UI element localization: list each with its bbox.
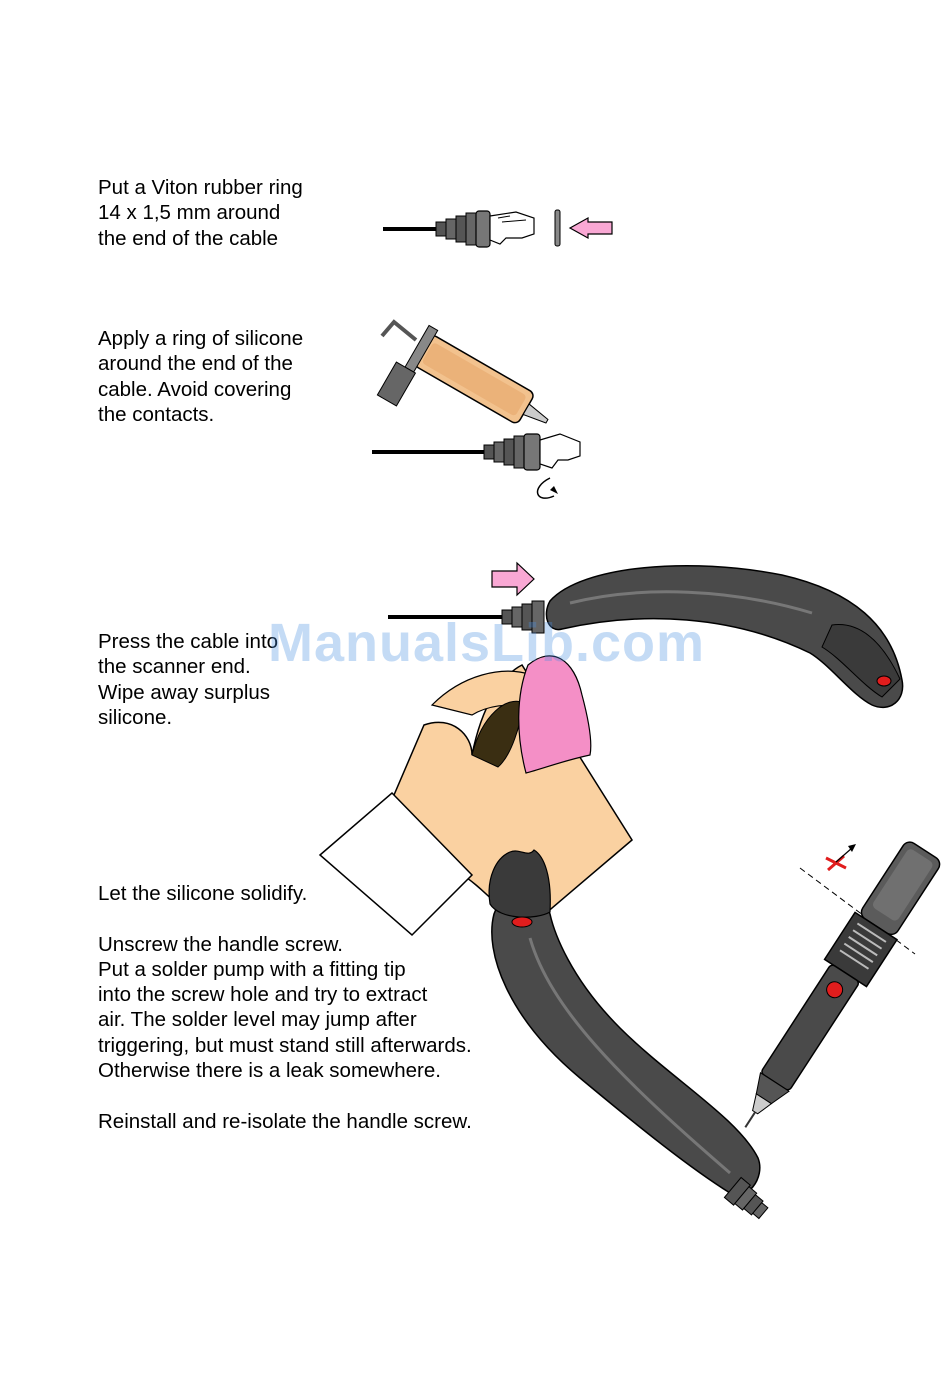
paragraph-gap (98, 1083, 472, 1108)
step-text-line: the end of the cable (98, 226, 279, 250)
arrow-left-icon (568, 216, 613, 240)
step-text-line: Wipe away surplus (98, 680, 271, 704)
step-text-line: Unscrew the handle screw. (98, 932, 343, 956)
sleeve-cuff (318, 791, 474, 937)
strain-relief (483, 435, 525, 469)
cable-ring-illustration (383, 209, 613, 248)
cut-line (799, 867, 916, 955)
solder-pump-illustration (488, 841, 941, 1220)
rj-plug (539, 433, 581, 469)
step-text-line: the scanner end. (98, 655, 251, 679)
step-text-line: the contacts. (98, 402, 215, 426)
cross-mark-icon (825, 854, 847, 872)
step-viton-ring-text: Put a Viton rubber ring 14 x 1,5 mm arou… (98, 175, 303, 251)
step-text-line: cable. Avoid covering (98, 377, 292, 401)
solder-pump (744, 841, 941, 1128)
rj-plug (489, 211, 535, 245)
cleaning-cloth (518, 655, 592, 774)
step-text-line: silicone. (98, 705, 173, 729)
step-text-line: Put a solder pump with a fitting tip (98, 957, 406, 981)
silicone-gun (376, 324, 549, 424)
step-text-line: Put a Viton rubber ring (98, 176, 303, 199)
step-text-line: Let the silicone solidify. (98, 882, 308, 905)
press-cable-illustration (318, 561, 904, 937)
scanner-window (511, 916, 533, 928)
step-text-line: into the screw hole and try to extract (98, 983, 428, 1007)
step-text-line: around the end of the (98, 352, 293, 376)
scanner-handle (491, 893, 761, 1196)
step-text-line: Apply a ring of silicone (98, 327, 304, 350)
strain-relief (501, 600, 545, 634)
step-text-line: 14 x 1,5 mm around (98, 201, 281, 225)
silicone-gun-illustration (372, 319, 581, 499)
step-apply-silicone-text: Apply a ring of silicone around the end … (98, 326, 303, 427)
step-solidify-text: Let the silicone solidify. Unscrew the h… (98, 881, 472, 1134)
connector-body (523, 433, 541, 471)
strain-relief (723, 1176, 769, 1220)
step-press-cable-text: Press the cable into the scanner end. Wi… (98, 629, 278, 730)
step-text-line: triggering, but must stand still afterwa… (98, 1033, 472, 1057)
arrow-right-icon (491, 561, 535, 597)
scanner-handle (545, 565, 904, 709)
step-text-line: Reinstall and re-isolate the handle scre… (98, 1109, 472, 1133)
scanner-window (876, 675, 892, 687)
step-text-line: Otherwise there is a leak somewhere. (98, 1059, 441, 1083)
viton-ring (554, 209, 561, 247)
rotate-arrow-icon (536, 477, 555, 499)
connector-body (475, 210, 491, 248)
trigger-button (826, 981, 844, 999)
watermark: ManualsLib.com (268, 613, 706, 673)
strain-relief (435, 212, 477, 246)
step-text-line: Press the cable into (98, 630, 279, 653)
step-text-line: air. The solder level may jump after (98, 1008, 417, 1032)
